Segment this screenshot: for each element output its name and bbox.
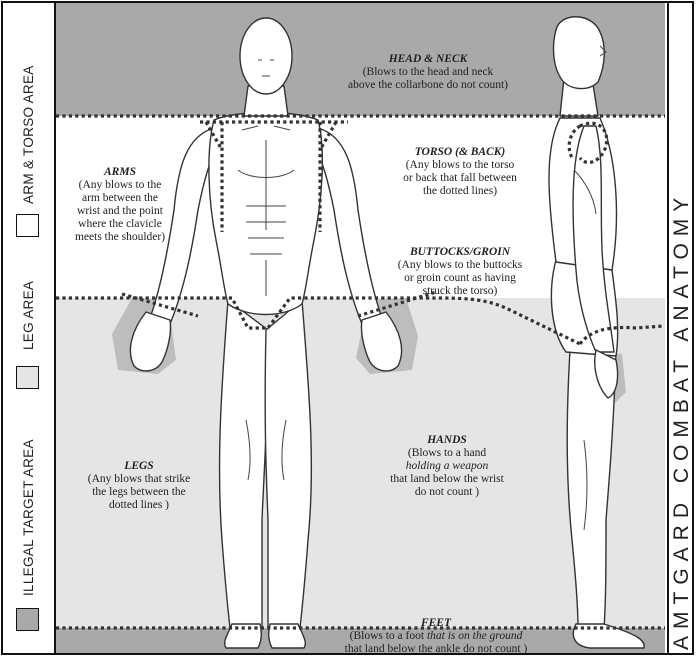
anatomy-diagram: ARM & TORSO AREA LEG AREA ILLEGAL TARGET… <box>0 0 697 658</box>
outer-border <box>1 1 694 655</box>
